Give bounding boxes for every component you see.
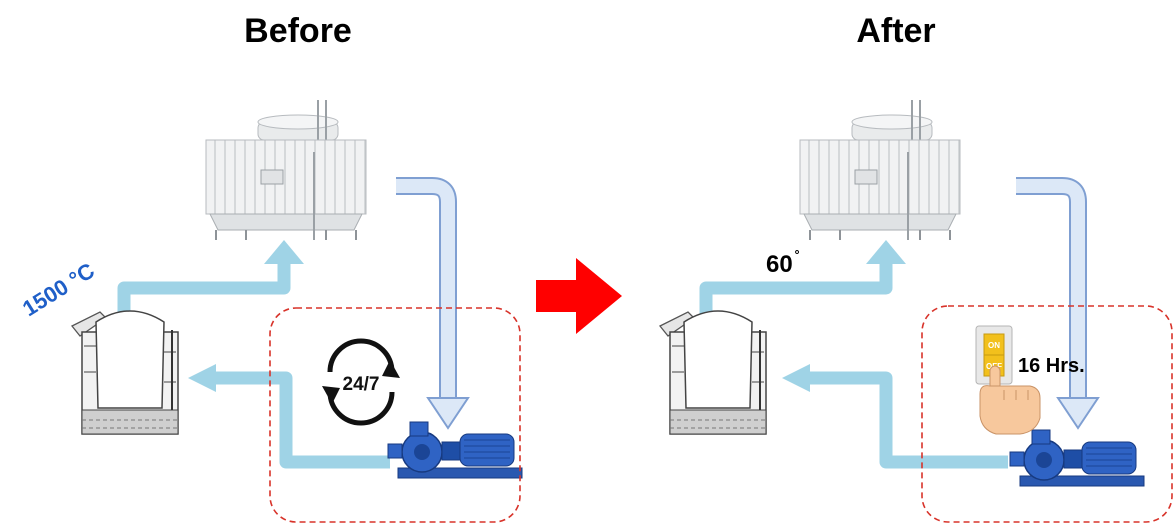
after-return-pipe xyxy=(1016,177,1100,430)
after-temperature-label: 60˚ xyxy=(766,250,800,279)
cycle-label: 24/7 xyxy=(343,374,380,395)
after-title: After xyxy=(856,12,936,50)
before-water-pump-icon xyxy=(387,421,523,479)
after-water-pump-icon xyxy=(1009,429,1145,487)
after-supply-pipe xyxy=(699,240,906,325)
hand-pointer-icon xyxy=(979,365,1041,435)
switch-on-label: ON xyxy=(988,341,1000,350)
after-temperature-value: 60 xyxy=(766,251,793,278)
degree-symbol: ˚ xyxy=(794,250,801,267)
before-highlight-box xyxy=(269,307,521,523)
after-feed-pipe xyxy=(782,364,1008,469)
before-title: Before xyxy=(244,12,352,50)
runtime-label: 16 Hrs. xyxy=(1018,355,1085,377)
before-cooling-tower-icon xyxy=(205,99,367,241)
after-induction-furnace-icon xyxy=(659,310,767,435)
before-induction-furnace-icon xyxy=(71,310,179,435)
before-supply-pipe xyxy=(117,240,304,325)
red-right-arrow-icon xyxy=(536,258,622,334)
after-cooling-tower-icon xyxy=(799,99,961,241)
before-return-pipe xyxy=(396,177,470,430)
before-feed-pipe xyxy=(188,364,390,469)
cycle-24-7-icon: 24/7 xyxy=(322,338,400,426)
after-highlight-box xyxy=(921,305,1173,523)
